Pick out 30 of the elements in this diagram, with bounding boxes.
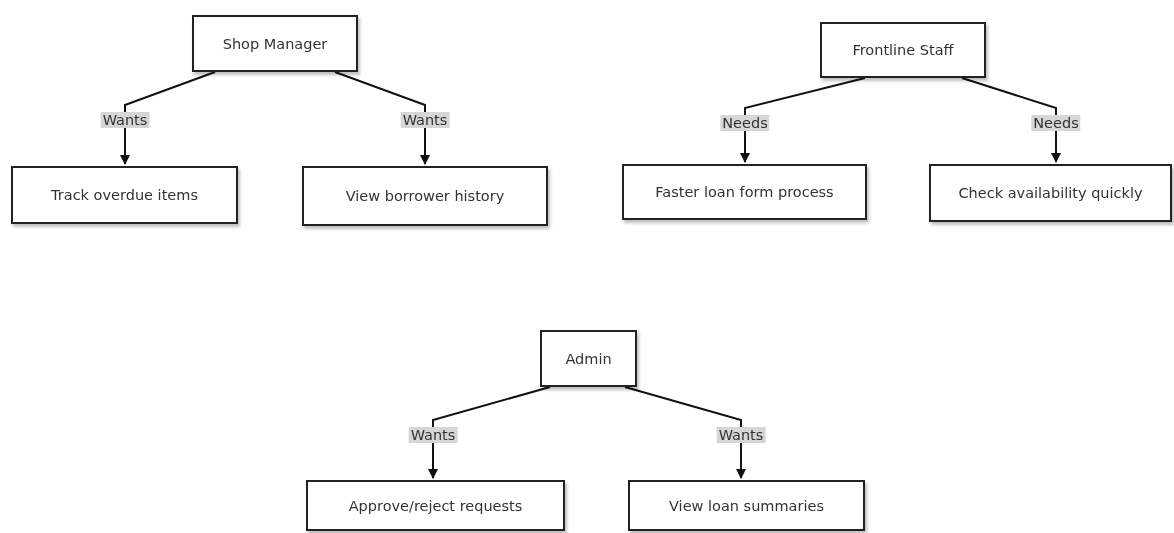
edge-label: Wants (400, 112, 450, 128)
edge-label: Wants (716, 427, 766, 443)
box (622, 164, 867, 220)
box (11, 166, 238, 224)
node-text: Track overdue items (51, 187, 198, 203)
edge-label: Wants (100, 112, 150, 128)
box (306, 480, 565, 531)
node-text: Check availability quickly (958, 185, 1143, 201)
arrow (120, 71, 216, 165)
arrow (961, 77, 1061, 163)
arrow (428, 386, 551, 479)
node-text: View borrower history (345, 188, 505, 204)
edge-label: Wants (408, 427, 458, 443)
arrow (334, 71, 430, 165)
box (820, 22, 986, 78)
box (302, 166, 548, 226)
box (192, 15, 358, 72)
edge-label: Needs (1031, 115, 1081, 131)
node-text: Approve/reject requests (348, 497, 523, 514)
node-text: Admin (565, 350, 612, 367)
box (628, 480, 865, 531)
box (540, 330, 637, 387)
node-text: Frontline Staff (852, 42, 954, 58)
arrow (624, 386, 746, 479)
box (929, 164, 1172, 222)
node-text: Shop Manager (222, 35, 328, 52)
node-text: View loan summaries (669, 497, 824, 514)
edge-label: Needs (720, 115, 770, 131)
node-text: Faster loan form process (655, 184, 834, 200)
arrow (740, 77, 866, 163)
